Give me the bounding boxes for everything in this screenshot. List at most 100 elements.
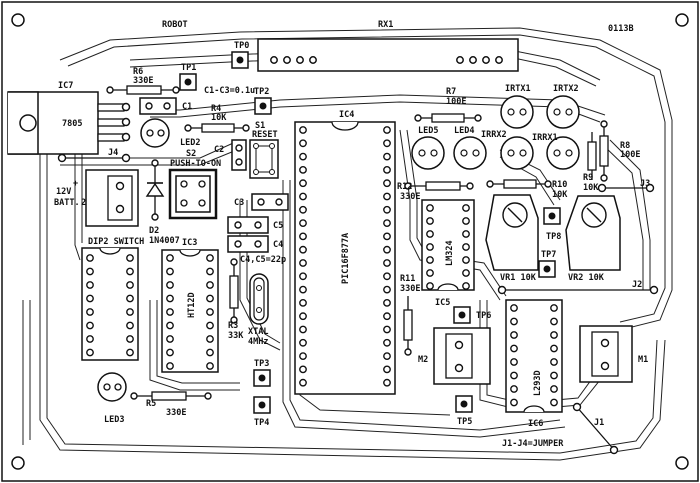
ic6-pin-pad [550,385,558,393]
batt-number: 2 [81,198,86,208]
ic4-pin-pad [383,232,391,241]
r5-label: R5 [146,399,156,409]
jumper-j2 [497,285,659,295]
ic4-pin-pad [299,338,307,347]
lm324-pin-pad [462,230,470,238]
lm324-pin-pad [462,282,470,290]
led3 [97,372,127,402]
tp8-label: TP8 [546,232,561,242]
r5-value: 330E [166,408,186,418]
jumper-j3 [597,183,655,193]
resistor-r5 [130,391,212,401]
motor-connector-m1 [579,325,633,383]
lm324-pin-pad [462,269,470,277]
ic4-pin-pad [383,285,391,294]
reset-label: RESET [252,130,278,140]
lm324-pin-pad [426,217,434,225]
ic4-pin-pad [383,179,391,188]
ic4-pin-pad [299,352,307,360]
ic6-pin-pad [510,317,518,326]
ic6-pin-pad [510,371,518,380]
ic4-pin-pad [383,139,391,148]
resistor-r6 [106,85,180,95]
c4-c5-note: C4,C5=22p [240,255,286,265]
ic4-pin-pad [299,152,307,161]
jumper-j4 [57,153,131,163]
ic4-pin-pad [299,365,307,374]
jumper-note: J1-J4=JUMPER [502,439,564,449]
ic6-pin-pad [510,398,518,407]
r9-value: 10K [583,183,599,193]
rx1-label: RX1 [378,20,393,30]
vr1-label: VR1 10K [500,273,537,283]
dip2-pin-pad [86,254,94,262]
m2-label: M2 [418,355,428,365]
j3-label: J3 [640,179,650,189]
ic4-pin-pad [299,126,307,134]
irtx1-label: IRTX1 [505,84,531,94]
r12-value: 330E [400,192,420,202]
irrx1-label: IRRX1 [532,133,558,143]
r6-label: R6 [133,67,143,77]
batt-plus: + [73,179,78,189]
pic-label: PIC16F877A [341,233,351,284]
lm324-pin-pad [426,204,434,212]
lm324-pin-pad [426,243,434,251]
rx1-module [257,38,519,72]
ic6-pin-pad [550,331,558,339]
ic4-pin-pad [383,192,391,201]
switch-s2-push-to-on [168,168,218,220]
dip2-switch-label: DIP2 SWITCH [88,237,144,247]
ic4-pin-pad [299,219,307,228]
ic4-pin-pad [299,232,307,241]
ic5-label: IC5 [435,298,450,308]
led4-label: LED4 [454,126,474,136]
ic4-pic16f877a [294,121,396,395]
c1-label: C1 [182,102,192,112]
ic6-pin-pad [510,304,518,312]
xtal-freq: 4MHz [248,337,268,347]
ic6-pin-pad [510,344,518,353]
resistor-r9 [587,132,597,180]
ic3-pin-pad [206,362,214,370]
ic6-pin-pad [550,358,558,366]
test-point-tp5 [455,395,473,413]
capacitor-c1 [139,97,177,115]
r6-value: 330E [133,76,153,86]
ic4-pin-pad [299,205,307,214]
ic6-pin-pad [550,398,558,407]
ic4-pin-pad [299,285,307,294]
ic3-pin-pad [166,335,174,343]
ic3-pin-pad [166,281,174,289]
ic3-pin-pad [206,321,214,330]
r12-label: R12 [397,182,412,192]
c1-c3-note: C1-C3=0.1u [204,86,255,96]
ic6-pin-pad [550,371,558,380]
test-point-tp4 [253,396,271,414]
batt-name: BATT. [54,198,80,208]
ic4-pin-pad [299,312,307,321]
resistor-r8 [599,120,609,182]
dip2-pin-pad [86,294,94,303]
ic4-pin-pad [383,378,391,387]
test-point-tp6 [453,306,471,324]
capacitor-c2 [231,139,247,171]
ic4-pin-pad [383,259,391,267]
dip2-pin-pad [126,335,134,343]
capacitor-c5 [227,216,269,234]
m1-label: M1 [638,355,648,365]
l293d-label: L293D [533,370,543,396]
lm324-pin-pad [462,243,470,251]
potentiometer-vr2 [565,195,621,271]
battery-connector [85,169,139,227]
r7-value: 100E [446,97,466,107]
switch-s1-reset [249,139,279,179]
j4-label: J4 [108,148,118,158]
ic4-pin-pad [299,259,307,267]
led3-label: LED3 [104,415,124,425]
ic4-label: IC4 [339,110,354,120]
ic3-pin-pad [166,362,174,370]
ic3-pin-pad [206,254,214,262]
batt-voltage: 12V [56,187,71,197]
